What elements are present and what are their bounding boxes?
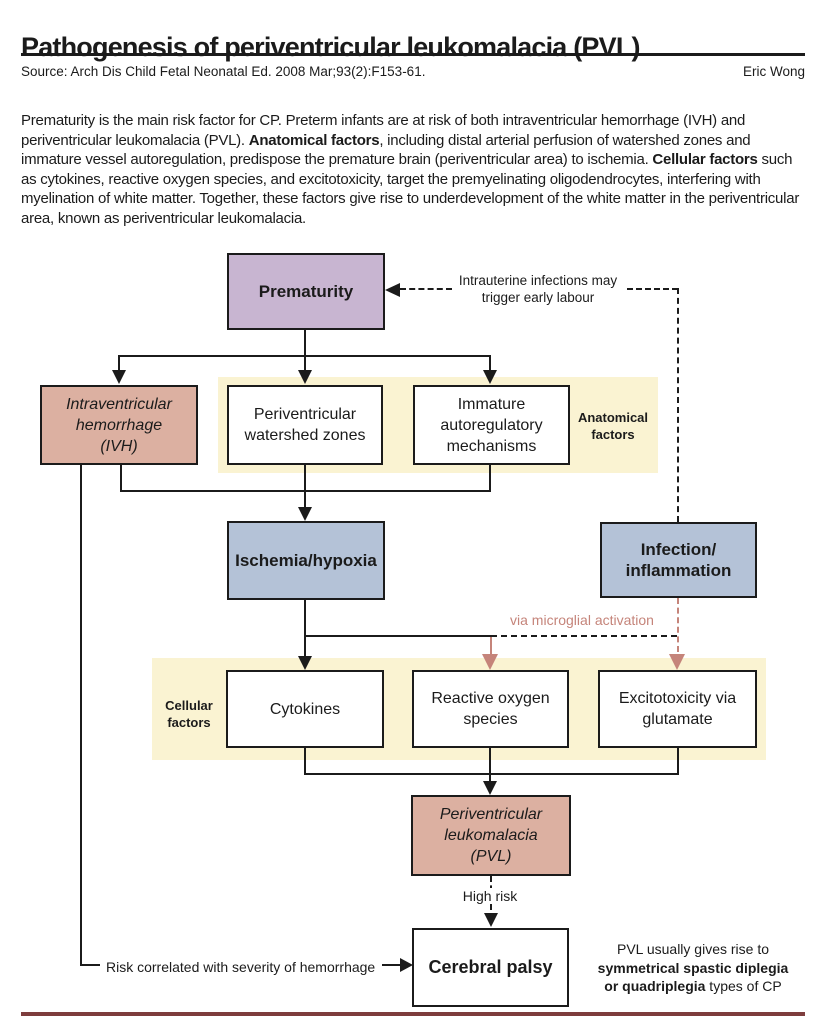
connector-ischemia-down (304, 600, 306, 657)
connector-drop-autoregulatory (489, 355, 491, 372)
label-risk-correlated: Risk correlated with severity of hemorrh… (106, 959, 376, 975)
connector-ivh-to-collector (120, 465, 122, 492)
arrowhead-to-cytokines-icon (298, 656, 312, 670)
arrowhead-to-ros-icon (482, 654, 498, 670)
label-intrauterine-infections: Intrauterine infections may trigger earl… (458, 273, 618, 305)
label-cellular-factors: Cellular factors (165, 698, 213, 730)
connector-collector-cellular (304, 773, 679, 775)
arrowhead-to-ivh-icon (112, 370, 126, 384)
connector-excitotoxicity-down (677, 748, 679, 775)
node-excitotoxicity: Excitotoxicity via glutamate (598, 670, 757, 748)
connector-watershed-down (304, 465, 306, 492)
label-microglial-activation: via microglial activation (510, 612, 654, 628)
connector-risk-arrow-line (382, 964, 404, 966)
page-title: Pathogenesis of periventricular leukomal… (21, 32, 641, 63)
arrowhead-to-pvl-icon (483, 781, 497, 795)
connector-to-pvl (489, 773, 491, 783)
node-ivh: Intraventricular hemorrhage (IVH) (40, 385, 198, 465)
node-ischemia-hypoxia: Ischemia/hypoxia (227, 521, 385, 600)
node-autoregulatory: Immature autoregulatory mechanisms (413, 385, 570, 465)
node-prematurity: Prematurity (227, 253, 385, 330)
connector-ivh-elbow (80, 964, 100, 966)
node-pvl: Periventricular leukomalacia (PVL) (411, 795, 571, 876)
note-pvl-outcome: PVL usually gives rise to symmetrical sp… (597, 941, 789, 994)
connector-ivh-long-down (80, 465, 82, 966)
arrowhead-to-watershed-icon (298, 370, 312, 384)
connector-drop-watershed (304, 355, 306, 372)
dashed-line-infection-feed (677, 288, 679, 522)
connector-drop-ivh (118, 355, 120, 372)
arrowhead-to-cerebral-palsy-icon (484, 913, 498, 927)
node-cerebral-palsy: Cerebral palsy (412, 928, 569, 1007)
node-cytokines: Cytokines (226, 670, 384, 748)
source-citation: Source: Arch Dis Child Fetal Neonatal Ed… (21, 64, 426, 79)
node-watershed-zones: Periventricular watershed zones (227, 385, 383, 465)
connector-ros-down (489, 748, 491, 775)
arrowhead-to-autoregulatory-icon (483, 370, 497, 384)
author-credit: Eric Wong (742, 64, 805, 79)
connector-to-ischemia (304, 490, 306, 510)
arrowhead-to-ischemia-icon (298, 507, 312, 521)
label-high-risk: High risk (448, 888, 532, 904)
bottom-rule (21, 1012, 805, 1016)
connector-to-ros-stem (490, 637, 492, 655)
node-reactive-oxygen-species: Reactive oxygen species (412, 670, 569, 748)
arrowhead-to-excitotoxicity-icon (669, 654, 685, 670)
dashed-line-intrauterine-right (627, 288, 678, 290)
title-rule (21, 53, 805, 56)
connector-autoregulatory-down (489, 465, 491, 492)
dashed-line-infection-down (677, 598, 679, 652)
connector-ischemia-branch (304, 635, 491, 637)
arrowhead-risk-to-cerebral-palsy-icon (400, 958, 413, 972)
node-infection-inflammation: Infection/ inflammation (600, 522, 757, 598)
dashed-line-intrauterine-left (400, 288, 452, 290)
arrowhead-to-prematurity-icon (385, 283, 400, 297)
connector-cytokines-down (304, 748, 306, 775)
connector-prematurity-down (304, 330, 306, 357)
label-anatomical-factors: Anatomical factors (577, 410, 649, 442)
intro-paragraph: Prematurity is the main risk factor for … (21, 112, 800, 227)
dashed-line-microglial (491, 635, 677, 637)
